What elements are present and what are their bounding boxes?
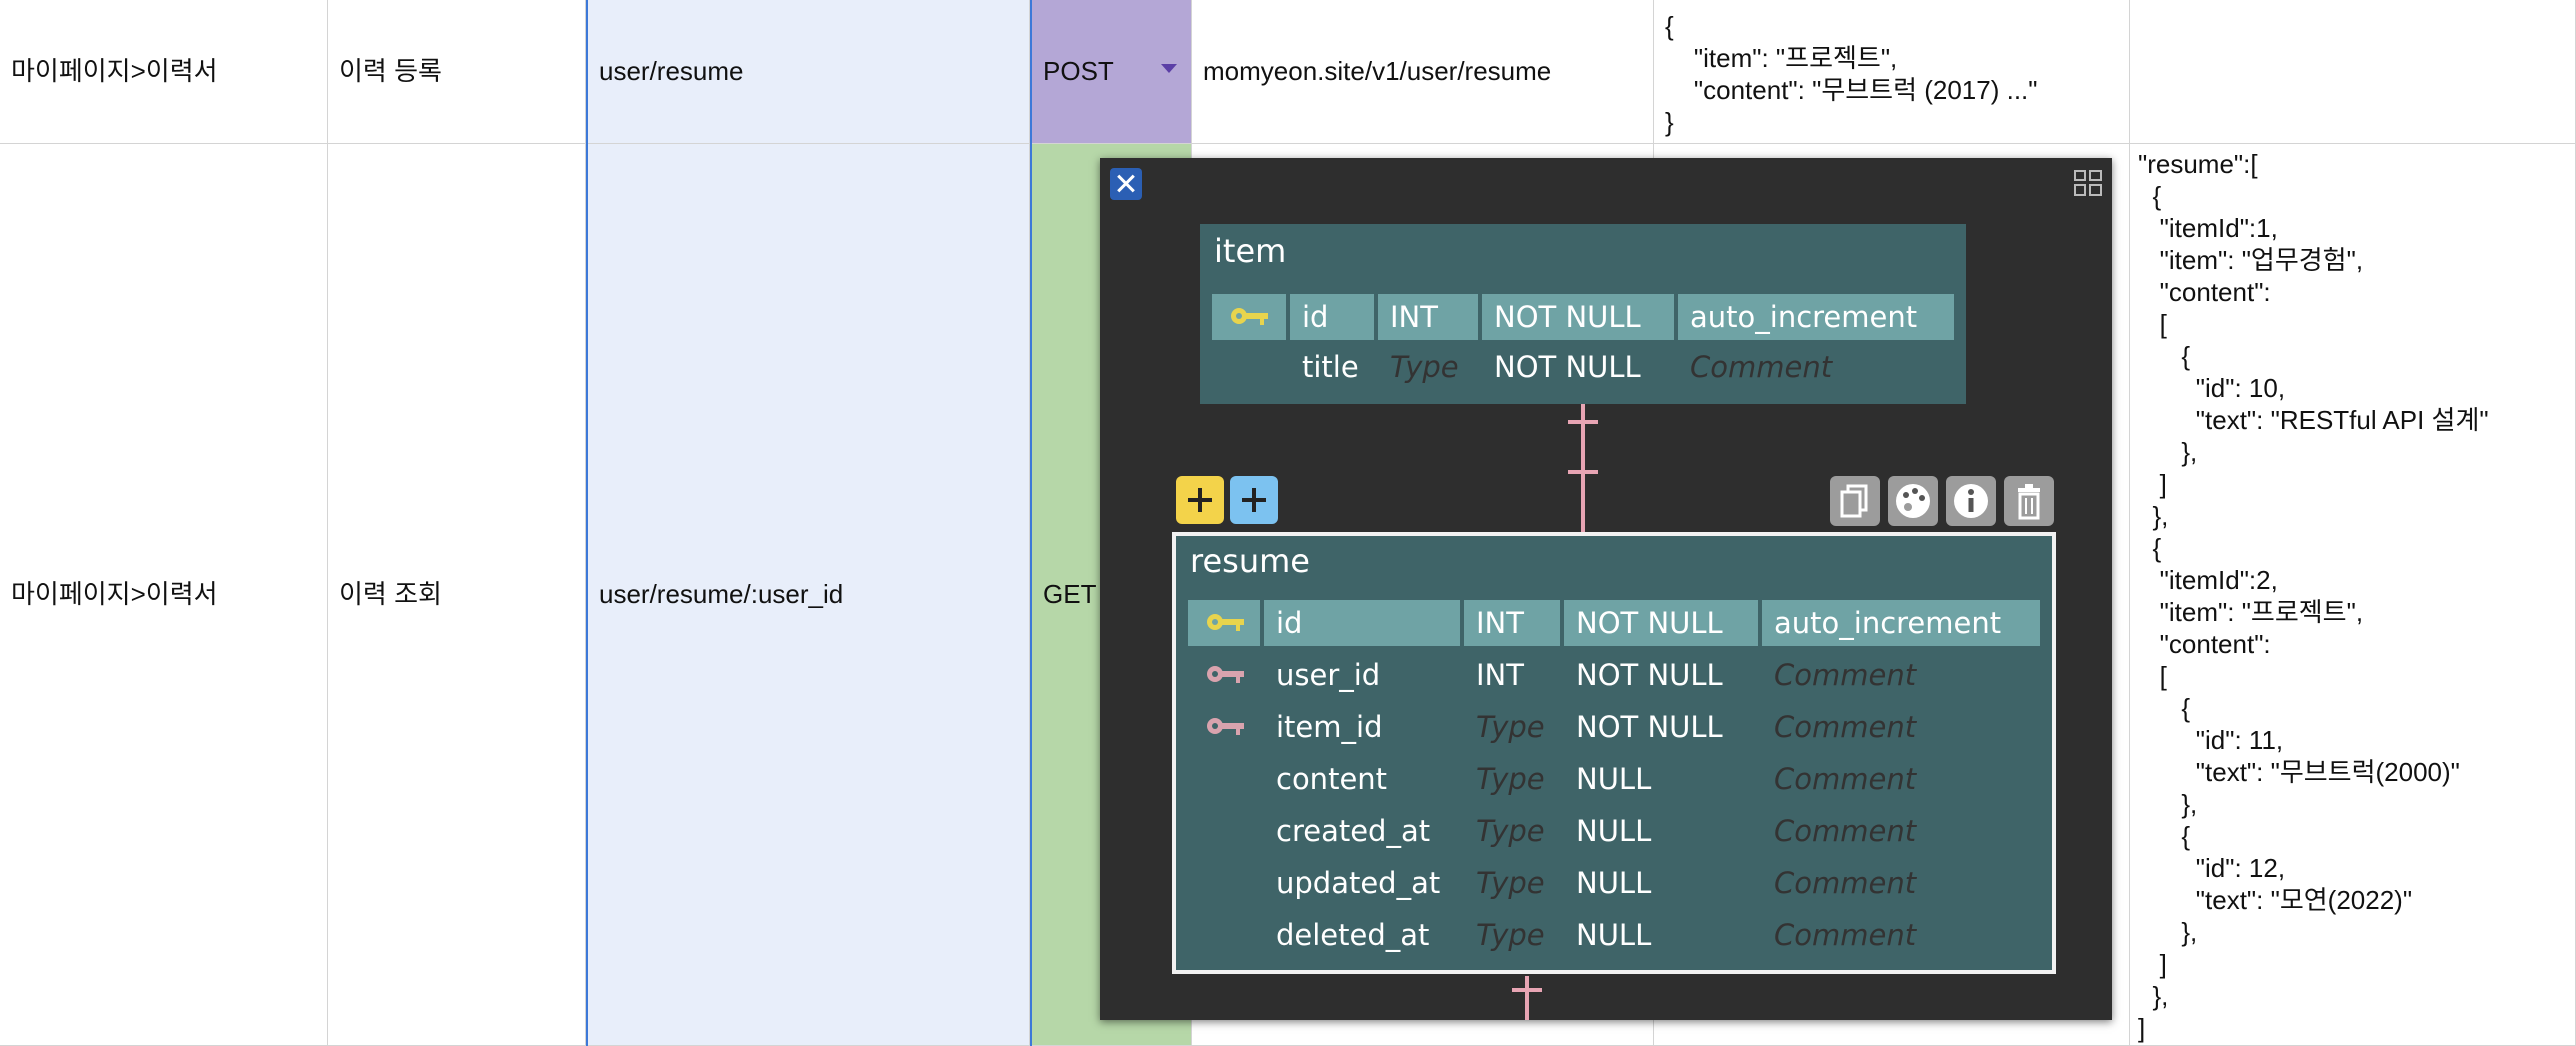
column-null: NOT NULL bbox=[1564, 600, 1758, 646]
cell-action[interactable]: 이력 조회 bbox=[328, 144, 586, 1046]
column-null: NOT NULL bbox=[1576, 658, 1723, 692]
column-extra: Comment bbox=[1774, 762, 1917, 796]
column-null: NULL bbox=[1576, 762, 1652, 796]
column-type: INT bbox=[1476, 658, 1524, 692]
column-null: NOT NULL bbox=[1482, 294, 1674, 340]
column-row[interactable]: id INT NOT NULL auto_increment bbox=[1212, 294, 1954, 342]
key-icon-cell bbox=[1212, 294, 1286, 340]
column-type: Type bbox=[1476, 762, 1545, 796]
cell-action[interactable]: 이력 등록 bbox=[328, 0, 586, 144]
plus-icon bbox=[1188, 488, 1212, 512]
add-column-button[interactable] bbox=[1176, 476, 1224, 524]
copy-icon[interactable] bbox=[1830, 476, 1880, 526]
selection-border-right bbox=[1030, 0, 1032, 1046]
plus-icon bbox=[1242, 488, 1266, 512]
table-title: item bbox=[1214, 232, 1287, 270]
column-extra: auto_increment bbox=[1678, 294, 1954, 340]
column-name: content bbox=[1276, 762, 1388, 796]
column-row[interactable]: content Type NULL Comment bbox=[1188, 756, 2040, 804]
erd-popup[interactable]: item id INT NOT NULL auto_increment titl… bbox=[1100, 158, 2112, 1020]
column-name: id bbox=[1264, 600, 1460, 646]
cell-menu[interactable]: 마이페이지>이력서 bbox=[0, 144, 328, 1046]
chevron-down-icon[interactable] bbox=[1161, 64, 1177, 73]
column-extra: auto_increment bbox=[1762, 600, 2040, 646]
selection-border-left bbox=[586, 0, 588, 1046]
column-name: id bbox=[1290, 294, 1374, 340]
column-type: Type bbox=[1476, 918, 1545, 952]
column-type: Type bbox=[1476, 710, 1545, 744]
trash-icon[interactable] bbox=[2004, 476, 2054, 526]
cell-response[interactable] bbox=[2130, 0, 2576, 144]
column-type: Type bbox=[1476, 814, 1545, 848]
relation-marker bbox=[1568, 470, 1598, 474]
key-icon bbox=[1207, 614, 1244, 631]
key-icon bbox=[1231, 308, 1268, 325]
column-row[interactable]: item_id Type NOT NULL Comment bbox=[1188, 704, 2040, 752]
column-name: title bbox=[1302, 350, 1359, 384]
column-extra: Comment bbox=[1774, 918, 1917, 952]
column-name: user_id bbox=[1276, 658, 1381, 692]
column-row[interactable]: deleted_at Type NULL Comment bbox=[1188, 912, 2040, 960]
relation-marker bbox=[1512, 988, 1542, 992]
close-icon[interactable] bbox=[1110, 168, 1142, 200]
column-extra: Comment bbox=[1774, 866, 1917, 900]
key-icon bbox=[1207, 718, 1244, 735]
column-name: deleted_at bbox=[1276, 918, 1430, 952]
column-row[interactable]: created_at Type NULL Comment bbox=[1188, 808, 2040, 856]
column-row[interactable]: id INT NOT NULL auto_increment bbox=[1188, 600, 2040, 648]
column-name: updated_at bbox=[1276, 866, 1441, 900]
table-title: resume bbox=[1190, 542, 1310, 580]
add-index-button[interactable] bbox=[1230, 476, 1278, 524]
key-icon-cell bbox=[1188, 600, 1260, 646]
cell-method-dropdown[interactable]: POST bbox=[1032, 0, 1192, 144]
palette-icon[interactable] bbox=[1888, 476, 1938, 526]
cell-response[interactable]: "resume":[ { "itemId":1, "item": "업무경험",… bbox=[2130, 144, 2576, 1046]
column-null: NULL bbox=[1576, 814, 1652, 848]
cell-request[interactable]: { "item": "프로젝트", "content": "무브트럭 (2017… bbox=[1654, 0, 2130, 144]
info-icon[interactable] bbox=[1946, 476, 1996, 526]
column-extra: Comment bbox=[1774, 814, 1917, 848]
column-name: created_at bbox=[1276, 814, 1431, 848]
column-extra: Comment bbox=[1690, 350, 1833, 384]
request-json: { "item": "프로젝트", "content": "무브트럭 (2017… bbox=[1665, 11, 2038, 137]
column-type: INT bbox=[1378, 294, 1478, 340]
column-row[interactable]: title Type NOT NULL Comment bbox=[1212, 344, 1954, 392]
cell-url[interactable]: momyeon.site/v1/user/resume bbox=[1192, 0, 1654, 144]
cell-menu[interactable]: 마이페이지>이력서 bbox=[0, 0, 328, 144]
column-null: NOT NULL bbox=[1576, 710, 1723, 744]
column-null: NULL bbox=[1576, 918, 1652, 952]
column-row[interactable]: user_id INT NOT NULL Comment bbox=[1188, 652, 2040, 700]
column-type: Type bbox=[1476, 866, 1545, 900]
column-name: item_id bbox=[1276, 710, 1383, 744]
column-null: NULL bbox=[1576, 866, 1652, 900]
cell-path[interactable]: user/resume bbox=[588, 0, 1030, 144]
column-type: INT bbox=[1464, 600, 1560, 646]
relation-line bbox=[1581, 404, 1585, 614]
cell-path[interactable]: user/resume/:user_id bbox=[588, 144, 1030, 1046]
column-extra: Comment bbox=[1774, 710, 1917, 744]
column-row[interactable]: updated_at Type NULL Comment bbox=[1188, 860, 2040, 908]
response-json: "resume":[ { "itemId":1, "item": "업무경험",… bbox=[2138, 149, 2489, 1043]
column-type: Type bbox=[1390, 350, 1459, 384]
relation-line bbox=[1525, 976, 1529, 1020]
method-label: POST bbox=[1043, 56, 1114, 86]
erd-table-resume[interactable]: resume id INT NOT NULL auto_increment us… bbox=[1172, 532, 2056, 974]
key-icon bbox=[1207, 666, 1244, 683]
relation-marker bbox=[1568, 420, 1598, 424]
column-extra: Comment bbox=[1774, 658, 1917, 692]
column-null: NOT NULL bbox=[1494, 350, 1641, 384]
erd-table-item[interactable]: item id INT NOT NULL auto_increment titl… bbox=[1200, 224, 1966, 404]
layout-icon[interactable] bbox=[2074, 170, 2102, 196]
